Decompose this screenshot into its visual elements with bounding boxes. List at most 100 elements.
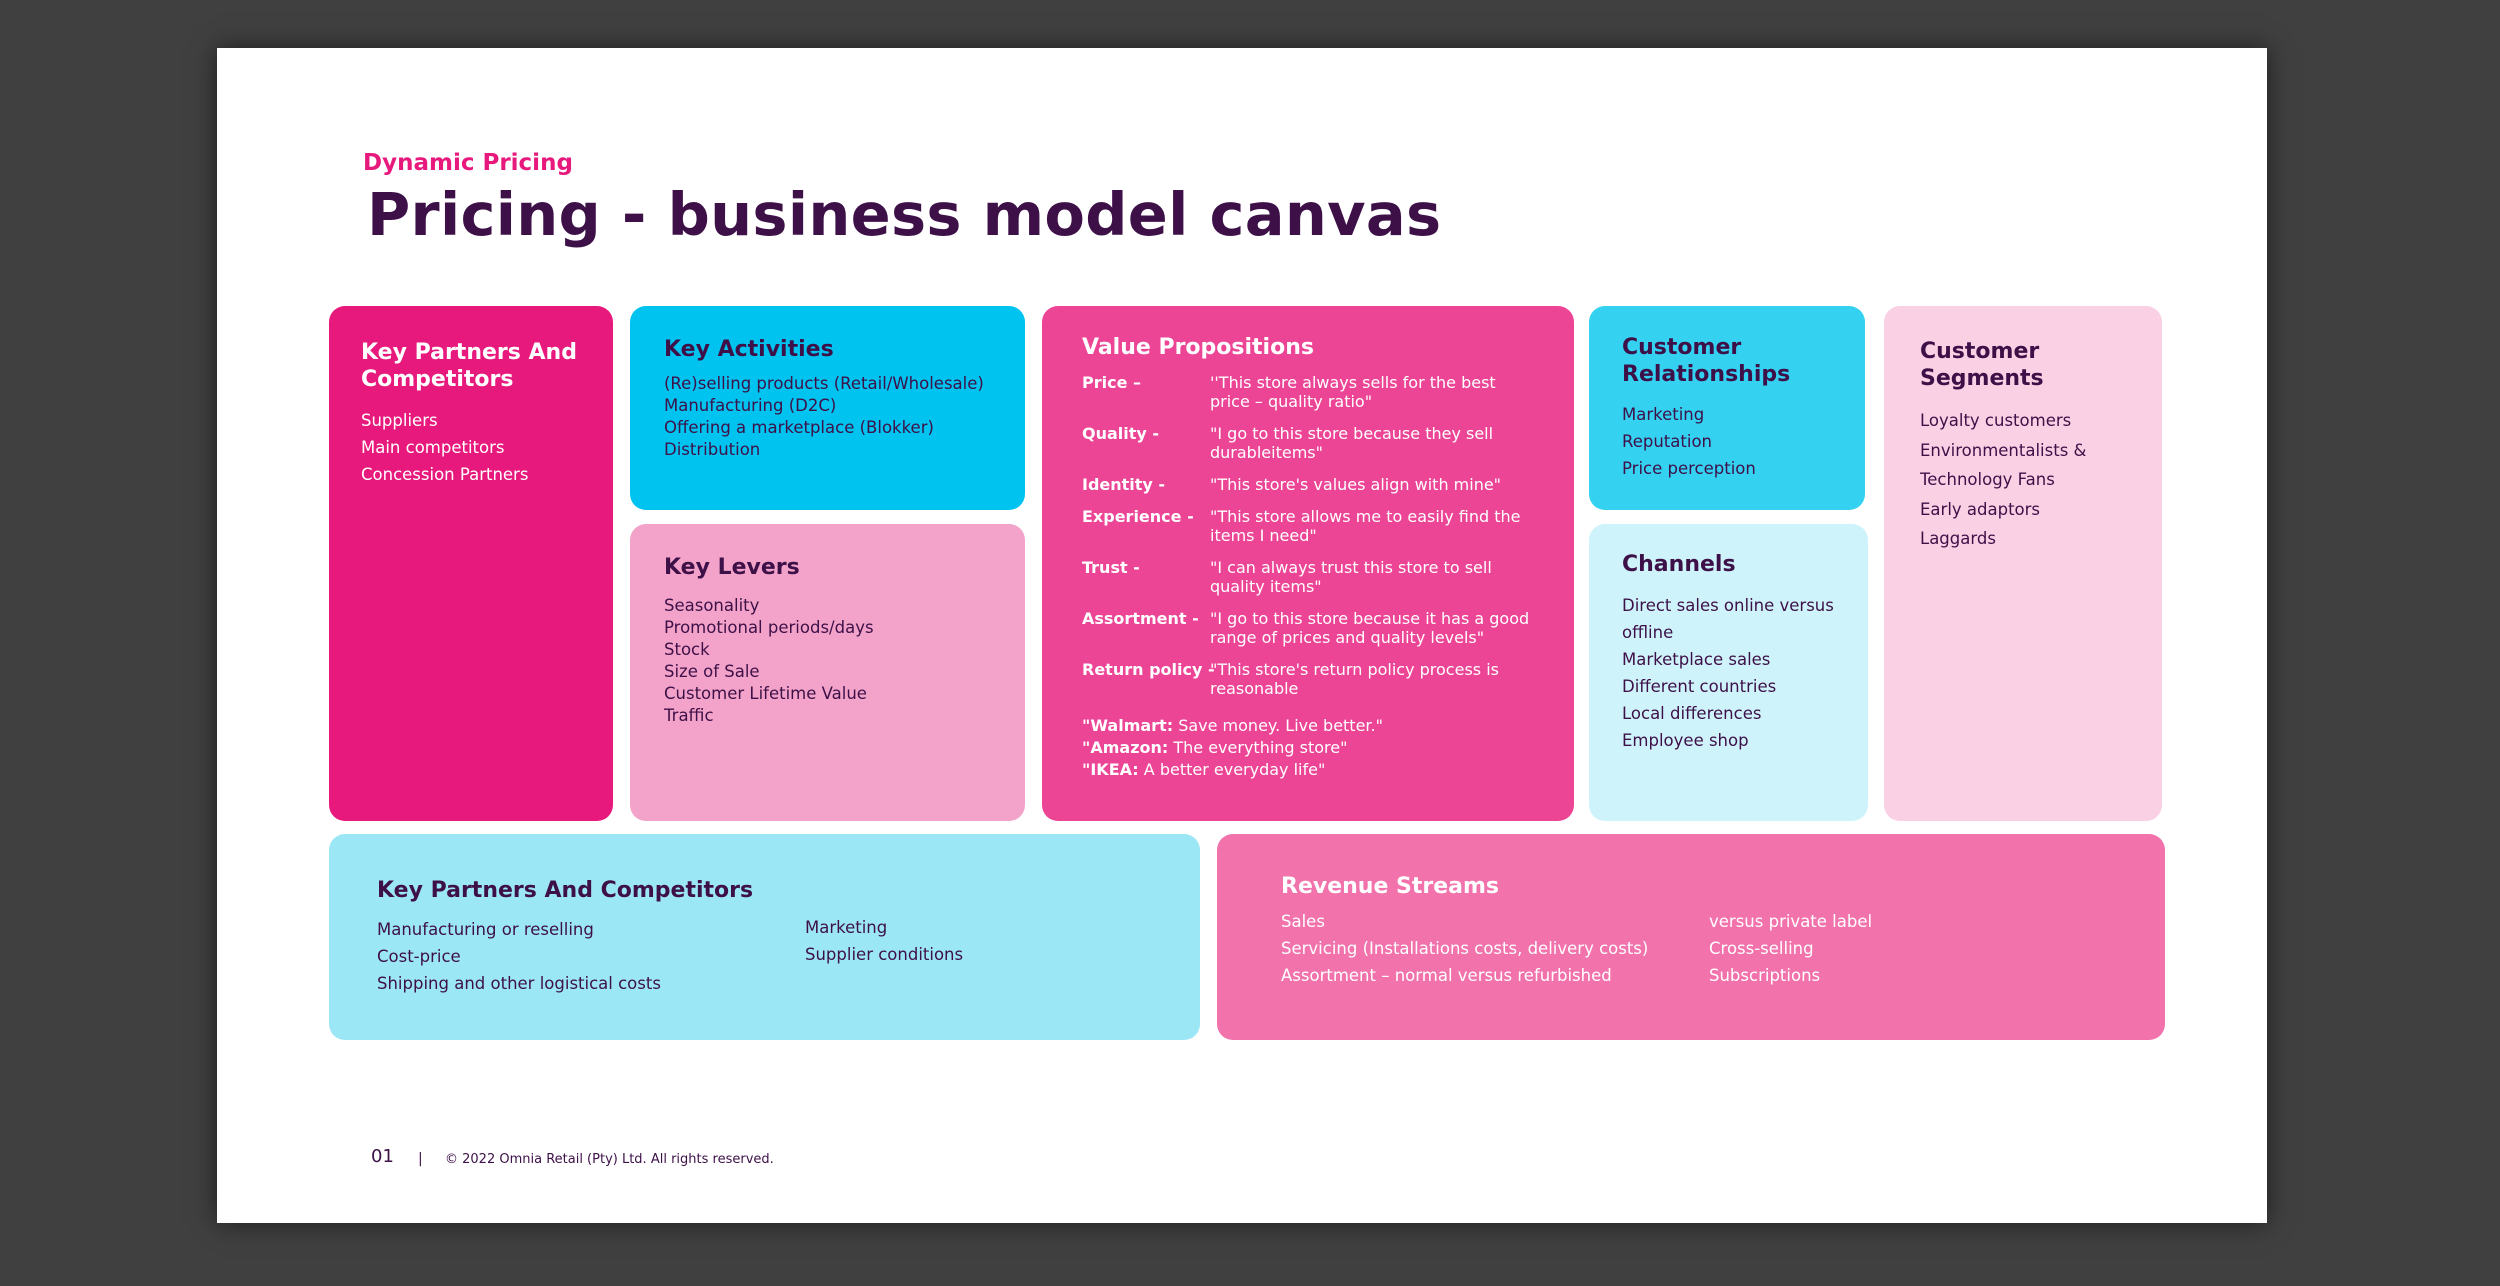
list-item: Laggards: [1920, 529, 1996, 548]
channels-list: Direct sales online versus offline Marke…: [1622, 592, 1835, 754]
value-proposition-quote: "This store's return policy process is r…: [1210, 660, 1499, 698]
channels-box: Channels Direct sales online versus offl…: [1589, 524, 1868, 821]
list-item: Customer Lifetime Value: [664, 684, 867, 703]
value-proposition-quote: "I can always trust this store to sell q…: [1210, 558, 1492, 596]
list-item: Assortment – normal versus refurbished: [1281, 966, 1612, 985]
value-proposition-quote: "I go to this store because they sell du…: [1210, 424, 1494, 462]
brand-slogan-text: The everything store": [1168, 738, 1348, 757]
value-proposition-label: Price –: [1082, 373, 1142, 392]
value-proposition-label: Assortment -: [1082, 609, 1199, 628]
list-item: Offering a marketplace (Blokker): [664, 418, 934, 437]
value-proposition-row: Price – ''This store always sells for th…: [1082, 373, 1534, 411]
key-partners-bottom-col2: Marketing Supplier conditions: [805, 914, 963, 968]
list-item: Marketing: [805, 918, 888, 937]
list-item: Suppliers: [361, 411, 438, 430]
revenue-streams-col1: Sales Servicing (Installations costs, de…: [1281, 908, 1648, 989]
list-item: Loyalty customers: [1920, 411, 2072, 430]
slide: Dynamic Pricing Pricing - business model…: [217, 48, 2267, 1223]
key-partners-list: Suppliers Main competitors Concession Pa…: [361, 407, 581, 488]
list-item: Technology Fans: [1920, 470, 2055, 489]
list-item: Concession Partners: [361, 465, 529, 484]
brand-slogan: "Amazon: The everything store": [1082, 737, 1534, 759]
key-partners-title-line1: Key Partners And: [361, 340, 577, 365]
footer-separator: |: [418, 1151, 423, 1167]
revenue-streams-col2: versus private label Cross-selling Subsc…: [1709, 908, 1872, 989]
list-item: Main competitors: [361, 438, 505, 457]
key-partners-bottom-col1: Manufacturing or reselling Cost-price Sh…: [377, 916, 661, 997]
footer-copyright: © 2022 Omnia Retail (Pty) Ltd. All right…: [445, 1152, 774, 1167]
value-proposition-quote: "This store allows me to easily find the…: [1210, 507, 1521, 545]
channels-title: Channels: [1622, 552, 1736, 577]
key-partners-bottom-title: Key Partners And Competitors: [377, 878, 754, 903]
list-item: Marketplace sales: [1622, 650, 1771, 669]
list-item: Environmentalists &: [1920, 440, 2087, 460]
list-item: Traffic: [664, 706, 714, 725]
list-item: Price perception: [1622, 459, 1756, 478]
value-proposition-row: Assortment - "I go to this store because…: [1082, 609, 1534, 647]
customer-segments-title-line2: Segments: [1920, 366, 2044, 391]
list-item: Local differences: [1622, 704, 1762, 723]
list-item: Subscriptions: [1709, 966, 1821, 985]
value-proposition-label: Identity -: [1082, 475, 1166, 494]
value-proposition-row: Trust - "I can always trust this store t…: [1082, 558, 1534, 596]
revenue-streams-box: Revenue Streams Sales Servicing (Install…: [1217, 834, 2165, 1040]
brand-slogan: "IKEA: A better everyday life": [1082, 759, 1534, 781]
list-item: Early adaptors: [1920, 499, 2041, 519]
list-item: Marketing: [1622, 405, 1705, 424]
value-propositions-title: Value Propositions: [1082, 335, 1314, 360]
list-item: Reputation: [1622, 432, 1712, 451]
list-item: Employee shop: [1622, 731, 1749, 750]
list-item: Different countries: [1622, 677, 1777, 696]
list-item: Sales: [1281, 912, 1325, 931]
list-item: Shipping and other logistical costs: [377, 974, 661, 993]
customer-relationships-title-line2: Relationships: [1622, 362, 1791, 387]
customer-segments-list: Loyalty customers Environmentalists & Te…: [1920, 406, 2126, 554]
value-propositions-box: Value Propositions Price – ''This store …: [1042, 306, 1574, 821]
key-activities-title: Key Activities: [664, 337, 834, 362]
value-proposition-label: Trust -: [1082, 558, 1140, 577]
slide-title: Pricing - business model canvas: [367, 180, 1442, 249]
list-item: Distribution: [664, 440, 761, 459]
value-proposition-label: Return policy -: [1082, 660, 1215, 679]
value-proposition-row: Quality - "I go to this store because th…: [1082, 424, 1534, 462]
value-proposition-label: Experience -: [1082, 507, 1194, 526]
brand-slogans: "Walmart: Save money. Live better." "Ama…: [1082, 715, 1534, 781]
brand-name: "IKEA:: [1082, 760, 1139, 779]
page-number: 01: [371, 1146, 394, 1167]
value-proposition-row: Experience - "This store allows me to ea…: [1082, 507, 1534, 545]
list-item: Seasonality: [664, 596, 760, 615]
customer-relationships-box: Customer Relationships Marketing Reputat…: [1589, 306, 1865, 510]
key-partners-box: Key Partners And Competitors Suppliers M…: [329, 306, 613, 821]
key-levers-box: Key Levers Seasonality Promotional perio…: [630, 524, 1025, 821]
customer-relationships-title-line1: Customer: [1622, 335, 1742, 360]
customer-relationships-list: Marketing Reputation Price perception: [1622, 401, 1832, 482]
list-item: Manufacturing (D2C): [664, 396, 837, 415]
brand-name: "Amazon:: [1082, 738, 1169, 757]
list-item: Cross-selling: [1709, 939, 1814, 958]
customer-segments-title-line1: Customer: [1920, 339, 2040, 364]
key-levers-title: Key Levers: [664, 555, 800, 580]
value-proposition-quote: "I go to this store because it has a goo…: [1210, 609, 1530, 647]
value-proposition-quote: "This store's values align with mine": [1210, 475, 1502, 494]
value-proposition-label: Quality -: [1082, 424, 1160, 443]
list-item: Supplier conditions: [805, 945, 964, 964]
list-item: Promotional periods/days: [664, 618, 874, 637]
list-item: Size of Sale: [664, 662, 760, 681]
brand-slogan-text: Save money. Live better.": [1173, 716, 1383, 735]
list-item: Manufacturing or reselling: [377, 920, 594, 939]
key-partners-title: Key Partners And Competitors: [361, 339, 581, 393]
value-proposition-quote: ''This store always sells for the best p…: [1210, 373, 1496, 411]
brand-name: "Walmart:: [1082, 716, 1174, 735]
slide-eyebrow: Dynamic Pricing: [363, 150, 573, 176]
key-activities-box: Key Activities (Re)selling products (Ret…: [630, 306, 1025, 510]
customer-segments-title: Customer Segments: [1920, 338, 2126, 392]
list-item: Servicing (Installations costs, delivery…: [1281, 939, 1649, 958]
key-partners-bottom-box: Key Partners And Competitors Manufacturi…: [329, 834, 1200, 1040]
key-activities-list: (Re)selling products (Retail/Wholesale) …: [664, 373, 991, 461]
list-item: Direct sales online versus: [1622, 596, 1834, 615]
list-item: Cost-price: [377, 947, 461, 966]
list-item: versus private label: [1709, 912, 1873, 931]
brand-slogan: "Walmart: Save money. Live better.": [1082, 715, 1534, 737]
list-item: (Re)selling products (Retail/Wholesale): [664, 374, 984, 393]
value-proposition-row: Identity - "This store's values align wi…: [1082, 475, 1534, 494]
